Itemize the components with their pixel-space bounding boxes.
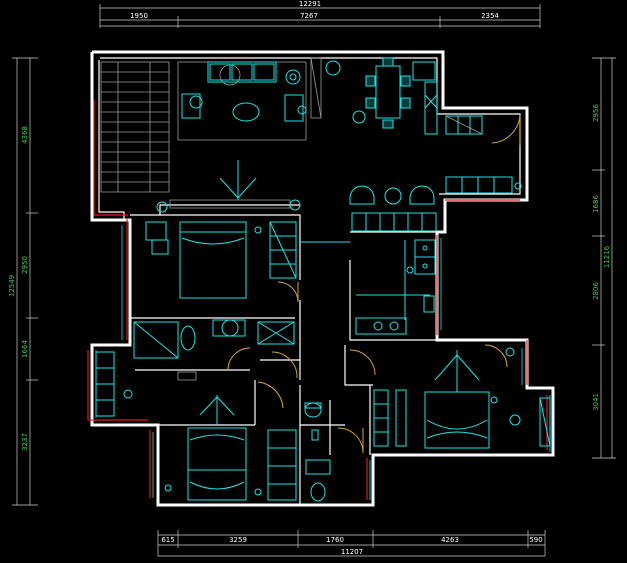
bottom-dim-4: 4263 <box>441 536 459 544</box>
bottom-dimension-chain: 615 3259 1760 4263 590 11207 <box>157 530 546 557</box>
bedroom-2-furniture <box>95 351 297 501</box>
bottom-dim-5: 590 <box>529 536 542 544</box>
top-dim-2: 7267 <box>300 12 318 20</box>
bottom-total-dim: 11207 <box>341 548 363 556</box>
bedroom-1-furniture <box>145 221 350 303</box>
living-room-furniture <box>156 61 307 213</box>
left-dim-4: 3237 <box>21 433 29 451</box>
right-dim-3: 2806 <box>592 282 600 300</box>
dining-furniture <box>310 57 522 194</box>
right-dimension-chain: 2956 1686 2806 3041 11216 <box>592 57 616 459</box>
bottom-dim-2: 3259 <box>229 536 247 544</box>
staircase <box>100 61 170 193</box>
right-total-dim: 11216 <box>603 245 611 268</box>
windows <box>95 225 551 500</box>
left-dim-3: 1664 <box>21 340 29 358</box>
left-dim-1: 4368 <box>21 126 29 144</box>
top-dim-1: 1950 <box>130 12 148 20</box>
exterior-walls <box>87 50 555 507</box>
right-dim-4: 3041 <box>592 393 600 411</box>
master-bedroom-furniture <box>373 344 551 449</box>
top-dim-3: 2354 <box>481 12 499 20</box>
top-total-dim: 12291 <box>299 0 321 8</box>
bathroom-2-fixtures <box>304 402 364 502</box>
kitchen-fixtures <box>349 239 436 376</box>
bathroom-1-fixtures <box>133 319 298 381</box>
left-dimension-chain: 12549 4368 2950 1664 3237 <box>8 57 38 506</box>
tea-chairs <box>349 185 437 232</box>
left-dim-2: 2950 <box>21 256 29 274</box>
right-dim-2: 1686 <box>592 195 600 213</box>
left-total-dim: 12549 <box>8 275 16 297</box>
top-dimension-chain: 12291 1950 7267 2354 <box>99 0 541 28</box>
bottom-dim-3: 1760 <box>326 536 344 544</box>
right-dim-1: 2956 <box>592 104 600 122</box>
bottom-dim-1: 615 <box>161 536 174 544</box>
